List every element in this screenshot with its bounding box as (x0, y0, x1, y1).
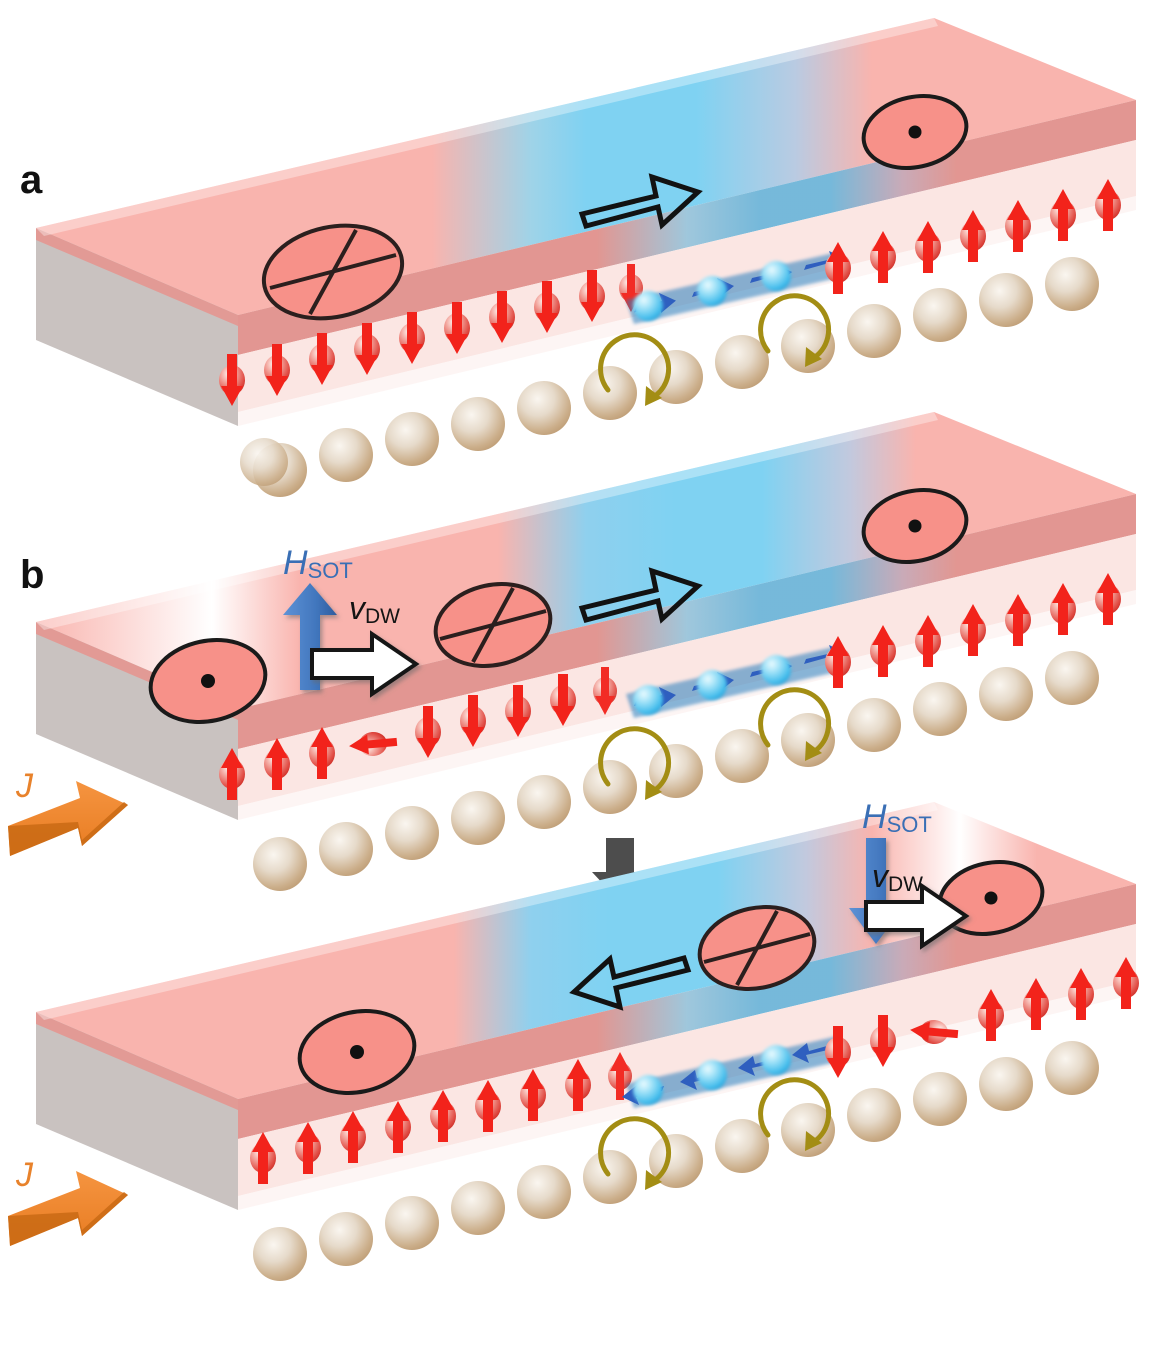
panel-a-dw-direction-arrow (578, 173, 703, 230)
current-label-top: J (16, 767, 33, 805)
panel-b-bottom-slab (36, 802, 1136, 1210)
vdw-arrow-right-bottom (864, 882, 970, 950)
panel-a-spins-down (219, 264, 643, 406)
panel-a-left-edge-pink (36, 228, 238, 326)
panel-a-cross-circle-symbol (261, 223, 405, 321)
panel-a-rotation-arrows (598, 293, 832, 401)
panel-b-top-spins-down (415, 667, 617, 758)
panel-b2-metal-spheres (253, 1041, 1099, 1281)
current-arrow-bottom (8, 1171, 128, 1246)
panel-b2-spins-up-far-right (978, 957, 1139, 1041)
panel-b-metal-layer (238, 534, 1136, 806)
panel-a-dot-circle-symbol (861, 94, 969, 170)
panel-b-top-dot-circle-left (148, 638, 268, 724)
vdw-subscript-bottom: DW (888, 873, 923, 896)
panel-b-bevel (36, 412, 938, 630)
panel-b2-spins-up-left (250, 1052, 632, 1184)
panel-a-metal-spheres-back (240, 438, 288, 486)
panel-b2-cross-circle (697, 905, 817, 991)
panel-b-letter: b (20, 553, 45, 597)
vdw-subscript-top: DW (365, 605, 400, 628)
panel-b2-spin-current (622, 1036, 846, 1108)
hsot-subscript-top: SOT (307, 558, 353, 583)
panel-b2-magnetic-layer (238, 884, 1136, 1139)
panel-b-metal-spheres (253, 651, 1099, 891)
panel-a-metal-spheres (253, 257, 1099, 497)
current-label-bottom: J (16, 1156, 33, 1194)
panel-a-spin-current (626, 251, 846, 324)
panel-b-top-cross-circle (433, 582, 553, 668)
hsot-subscript-bottom: SOT (886, 812, 932, 837)
panel-b2-bevel (36, 802, 938, 1020)
panel-b-top-rotation-arrowheads (645, 741, 822, 800)
panel-b-left-face (36, 622, 238, 820)
panel-b2-rotation-arrowheads (645, 1131, 822, 1190)
hsot-label-top: HSOT (283, 544, 353, 583)
panel-b-top-dw-direction-arrow (578, 567, 703, 624)
hsot-symbol-bottom: H (862, 798, 887, 836)
panel-a-left-face (36, 228, 238, 426)
panel-b2-metal-layer (238, 924, 1136, 1196)
panel-b-top-rotation-arrows (598, 687, 832, 795)
panel-b-top-dot-circle-right (861, 488, 969, 564)
vdw-label-bottom: vDW (872, 858, 923, 895)
panel-b2-left-face (36, 1012, 238, 1210)
hsot-arrow-up (283, 583, 337, 690)
vdw-symbol-top: v (349, 590, 365, 626)
panel-b2-rotation-arrows (598, 1077, 832, 1185)
panel-a-spins-up (825, 179, 1121, 294)
hsot-symbol-top: H (283, 544, 308, 582)
vdw-symbol-bottom: v (872, 858, 888, 894)
panel-b2-top-face (36, 802, 1136, 1099)
panel-a-bevel (36, 18, 938, 236)
panel-b-top-spins-up-right (825, 573, 1121, 688)
vdw-label-top: vDW (349, 590, 400, 627)
vdw-arrow-right-top (310, 630, 420, 698)
hsot-label-bottom: HSOT (862, 798, 932, 837)
panel-a-rotation-arrowheads (645, 347, 822, 406)
panel-b2-left-edge-pink (36, 1012, 238, 1110)
panel-b-top-spins-up-left (219, 727, 398, 800)
panel-b2-dw-direction-arrow (569, 954, 692, 1011)
panel-b2-dot-circle-left (297, 1009, 417, 1095)
panel-a-letter: a (20, 158, 43, 202)
panel-b2-spins-down-right (825, 1015, 959, 1078)
current-arrow-top (8, 781, 128, 856)
